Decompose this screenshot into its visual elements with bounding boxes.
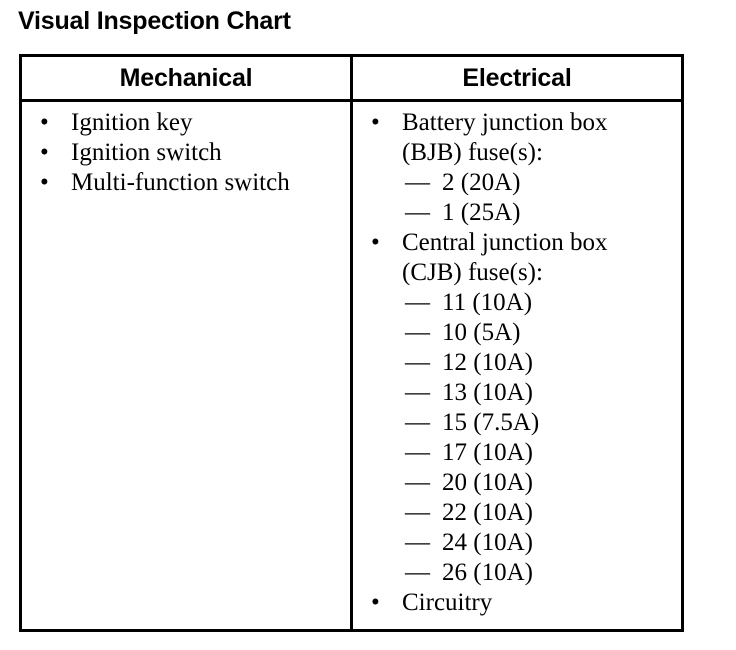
- list-item-label-line1: Battery junction box: [402, 109, 608, 136]
- fuse-entry: — 10 (5A): [402, 318, 681, 348]
- bullet-icon: •: [371, 229, 380, 256]
- em-dash-icon: —: [405, 199, 430, 226]
- list-item-label-line1: Central junction box: [402, 229, 608, 256]
- fuse-label: 13 (10A): [442, 379, 533, 406]
- fuse-entry: — 26 (10A): [402, 558, 681, 588]
- fuse-label: 15 (7.5A): [442, 409, 540, 436]
- bullet-icon: •: [40, 139, 49, 166]
- list-item-label-line2: (BJB) fuse(s):: [402, 139, 543, 166]
- list-item: • Multi-function switch: [38, 168, 350, 198]
- list-item-label-line2: (CJB) fuse(s):: [402, 259, 543, 286]
- em-dash-icon: —: [405, 379, 430, 406]
- list-item-circuitry: • Circuitry: [369, 588, 681, 618]
- em-dash-icon: —: [405, 349, 430, 376]
- list-item-label: Ignition switch: [71, 139, 222, 166]
- fuse-entry: — 13 (10A): [402, 378, 681, 408]
- list-item-central-junction-box: • Central junction box (CJB) fuse(s): — …: [369, 228, 681, 588]
- fuse-entry: — 22 (10A): [402, 498, 681, 528]
- fuse-label: 1 (25A): [442, 199, 521, 226]
- list-item-label: Ignition key: [71, 109, 193, 136]
- fuse-entry: — 15 (7.5A): [402, 408, 681, 438]
- em-dash-icon: —: [405, 409, 430, 436]
- fuse-entry: — 11 (10A): [402, 288, 681, 318]
- bjb-fuse-list: — 2 (20A) — 1 (25A): [402, 168, 681, 228]
- electrical-item-list: • Battery junction box (BJB) fuse(s): — …: [353, 108, 681, 618]
- em-dash-icon: —: [405, 169, 430, 196]
- body-cell-electrical: • Battery junction box (BJB) fuse(s): — …: [353, 102, 681, 629]
- fuse-entry: — 2 (20A): [402, 168, 681, 198]
- list-item-label: Circuitry: [402, 589, 493, 616]
- fuse-label: 11 (10A): [442, 289, 533, 316]
- fuse-entry: — 24 (10A): [402, 528, 681, 558]
- mechanical-item-list: • Ignition key • Ignition switch • Multi…: [22, 108, 350, 198]
- fuse-entry: — 12 (10A): [402, 348, 681, 378]
- table-header-row: Mechanical Electrical: [22, 57, 681, 102]
- fuse-entry: — 20 (10A): [402, 468, 681, 498]
- header-cell-mechanical: Mechanical: [22, 57, 353, 99]
- fuse-label: 17 (10A): [442, 439, 533, 466]
- table-body-row: • Ignition key • Ignition switch • Multi…: [22, 102, 681, 629]
- cjb-fuse-list: — 11 (10A) — 10 (5A) — 12 (10A): [402, 288, 681, 588]
- em-dash-icon: —: [405, 469, 430, 496]
- fuse-entry: — 17 (10A): [402, 438, 681, 468]
- em-dash-icon: —: [405, 439, 430, 466]
- em-dash-icon: —: [405, 499, 430, 526]
- fuse-label: 22 (10A): [442, 499, 533, 526]
- fuse-label: 2 (20A): [442, 169, 521, 196]
- em-dash-icon: —: [405, 559, 430, 586]
- list-item-battery-junction-box: • Battery junction box (BJB) fuse(s): — …: [369, 108, 681, 228]
- bullet-icon: •: [371, 109, 380, 136]
- fuse-label: 12 (10A): [442, 349, 533, 376]
- list-item: • Ignition key: [38, 108, 350, 138]
- em-dash-icon: —: [405, 529, 430, 556]
- bullet-icon: •: [40, 169, 49, 196]
- em-dash-icon: —: [405, 289, 430, 316]
- em-dash-icon: —: [405, 319, 430, 346]
- column-header-electrical-label: Electrical: [462, 63, 572, 92]
- fuse-entry: — 1 (25A): [402, 198, 681, 228]
- list-item: • Ignition switch: [38, 138, 350, 168]
- body-cell-mechanical: • Ignition key • Ignition switch • Multi…: [22, 102, 353, 629]
- column-header-mechanical-label: Mechanical: [119, 63, 253, 92]
- bullet-icon: •: [40, 109, 49, 136]
- page-title: Visual Inspection Chart: [18, 7, 291, 35]
- fuse-label: 10 (5A): [442, 319, 521, 346]
- fuse-label: 24 (10A): [442, 529, 533, 556]
- fuse-label: 26 (10A): [442, 559, 533, 586]
- header-cell-electrical: Electrical: [353, 57, 681, 99]
- bullet-icon: •: [371, 589, 380, 616]
- list-item-label: Multi-function switch: [71, 169, 290, 196]
- fuse-label: 20 (10A): [442, 469, 533, 496]
- visual-inspection-table: Mechanical Electrical • Ignition key •: [19, 54, 684, 632]
